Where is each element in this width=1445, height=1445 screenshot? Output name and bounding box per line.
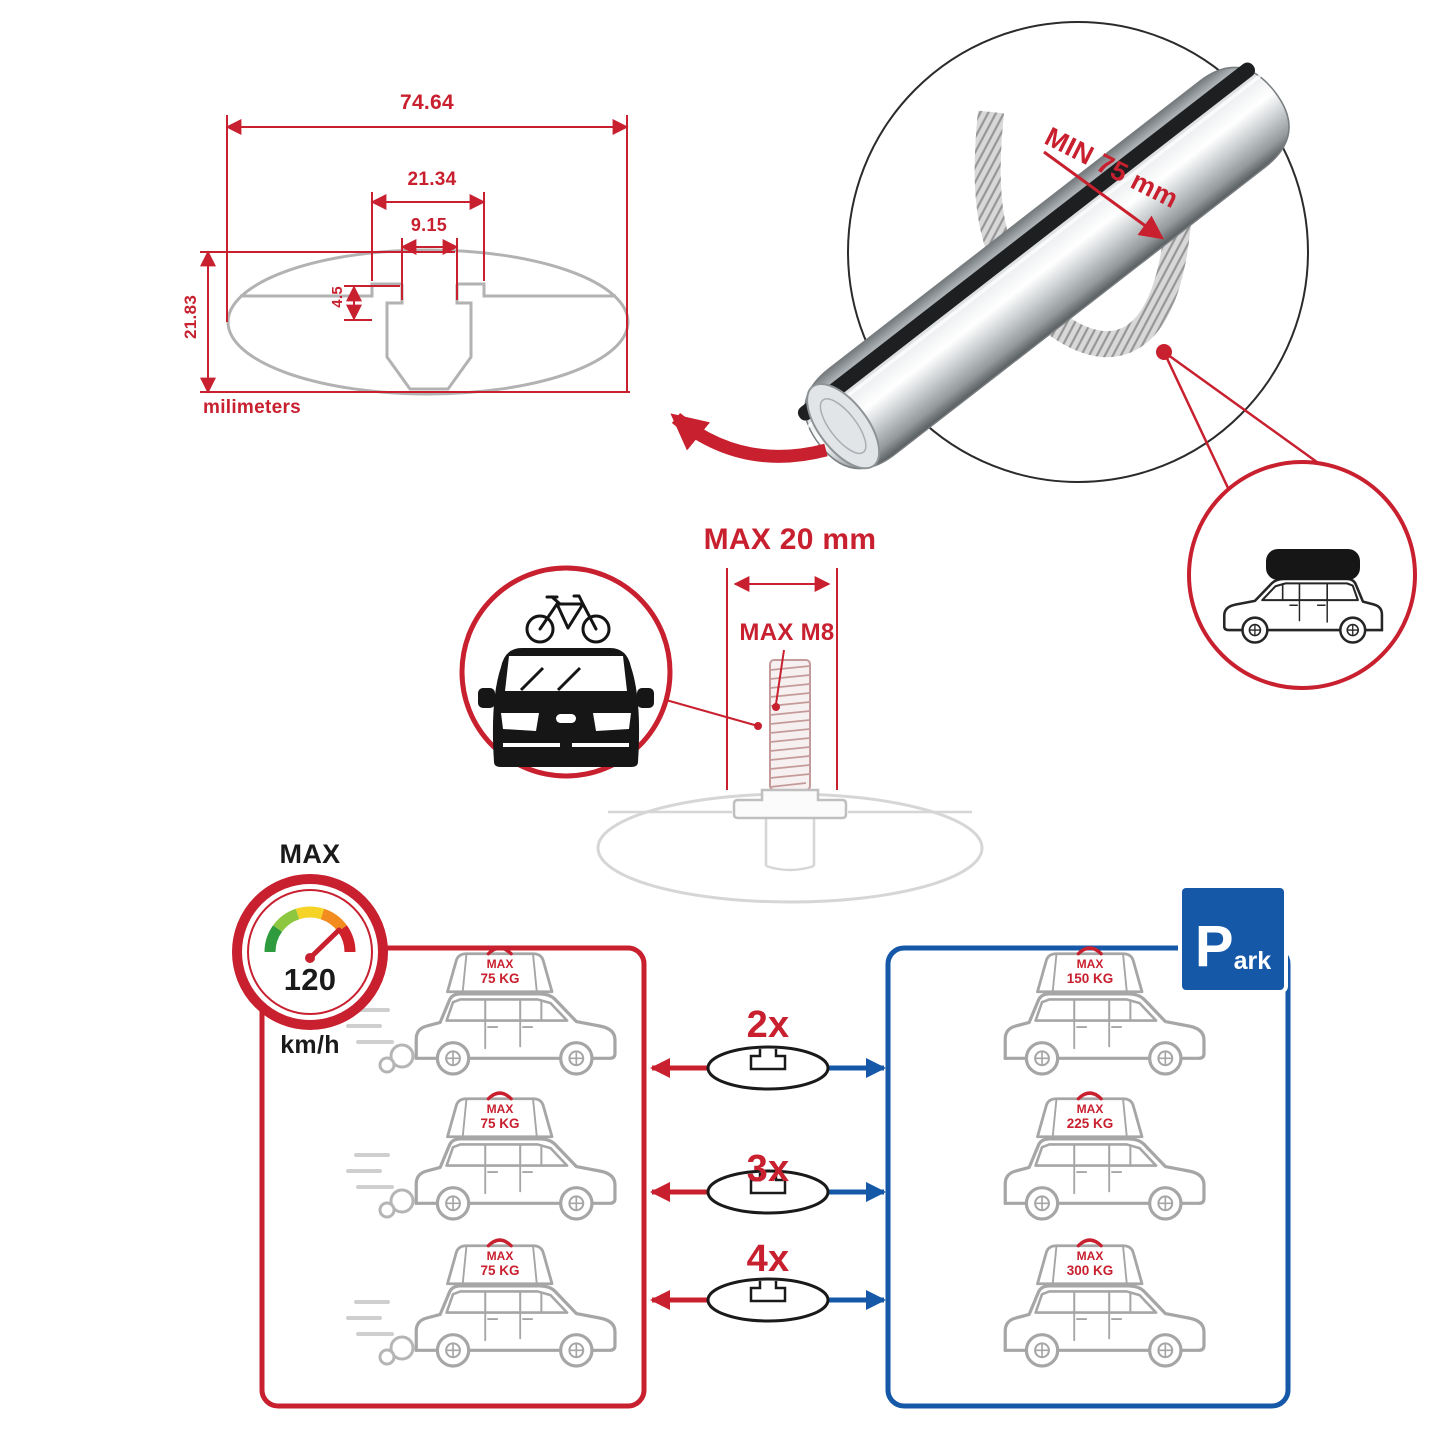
unit-label: milimeters <box>203 397 302 418</box>
dim-slot-label: 9.15 <box>410 215 448 235</box>
multiplier-3x: 3x <box>746 1148 790 1190</box>
speed-title: MAX <box>279 839 341 869</box>
park-sign: P ark <box>1180 886 1286 992</box>
bolt-max-thread-label: MAX M8 <box>739 619 835 646</box>
bolt-threads <box>769 665 811 788</box>
roof-box-car-icon <box>1187 460 1417 690</box>
cargo-label-left-3: MAX 75 KG <box>480 1249 520 1279</box>
park-sign-background <box>1178 884 1288 994</box>
t-slot-plate <box>732 788 848 820</box>
speed-unit: km/h <box>280 1031 340 1059</box>
comparison-panels <box>232 874 1291 1409</box>
bolt-dimension-lines <box>665 568 838 790</box>
bike-rack-icon <box>459 565 673 779</box>
cargo-label-right-3: MAX 300 KG <box>1066 1249 1114 1279</box>
bicycle-icon <box>525 594 611 644</box>
dim-step-label: 4.5 <box>329 286 347 308</box>
speedometer-needle <box>307 927 342 961</box>
dim-width-outer-label: 74.64 <box>399 91 455 114</box>
multiplier-4x: 4x <box>746 1238 790 1280</box>
pointer-arrow-to-cross-section <box>670 412 828 463</box>
cargo-label-left-2: MAX 75 KG <box>480 1102 520 1132</box>
bolt-max-length-label: MAX 20 mm <box>703 523 877 556</box>
crossbar-illustration <box>670 21 1417 690</box>
multiplier-2x: 2x <box>746 1004 790 1046</box>
cargo-label-right-2: MAX 225 KG <box>1066 1102 1114 1132</box>
aluminum-crossbar <box>797 62 1290 470</box>
park-sign-rest: ark <box>1233 947 1272 976</box>
dim-width-plateau-label: 21.34 <box>407 169 457 190</box>
min-clamp-arrow <box>1043 150 1164 240</box>
speed-value: 120 <box>283 962 337 997</box>
park-sign-initial: P <box>1194 914 1234 979</box>
driving-panel-border <box>259 945 647 1409</box>
crossbar-profile-outline <box>226 248 630 396</box>
dim-height-label: 21.83 <box>181 294 201 339</box>
bolt-diagram <box>459 565 984 904</box>
dimension-lines <box>200 115 630 394</box>
speedometer-icon <box>232 874 388 1030</box>
threaded-bolt <box>769 659 811 791</box>
cross-section-diagram <box>200 115 630 396</box>
cargo-label-left-1: MAX 75 KG <box>480 957 520 987</box>
cargo-label-right-1: MAX 150 KG <box>1066 957 1114 987</box>
car-front-icon <box>478 648 654 767</box>
parked-cars <box>1003 946 1206 1368</box>
roof-box <box>1266 549 1360 580</box>
driving-cars <box>346 946 617 1368</box>
